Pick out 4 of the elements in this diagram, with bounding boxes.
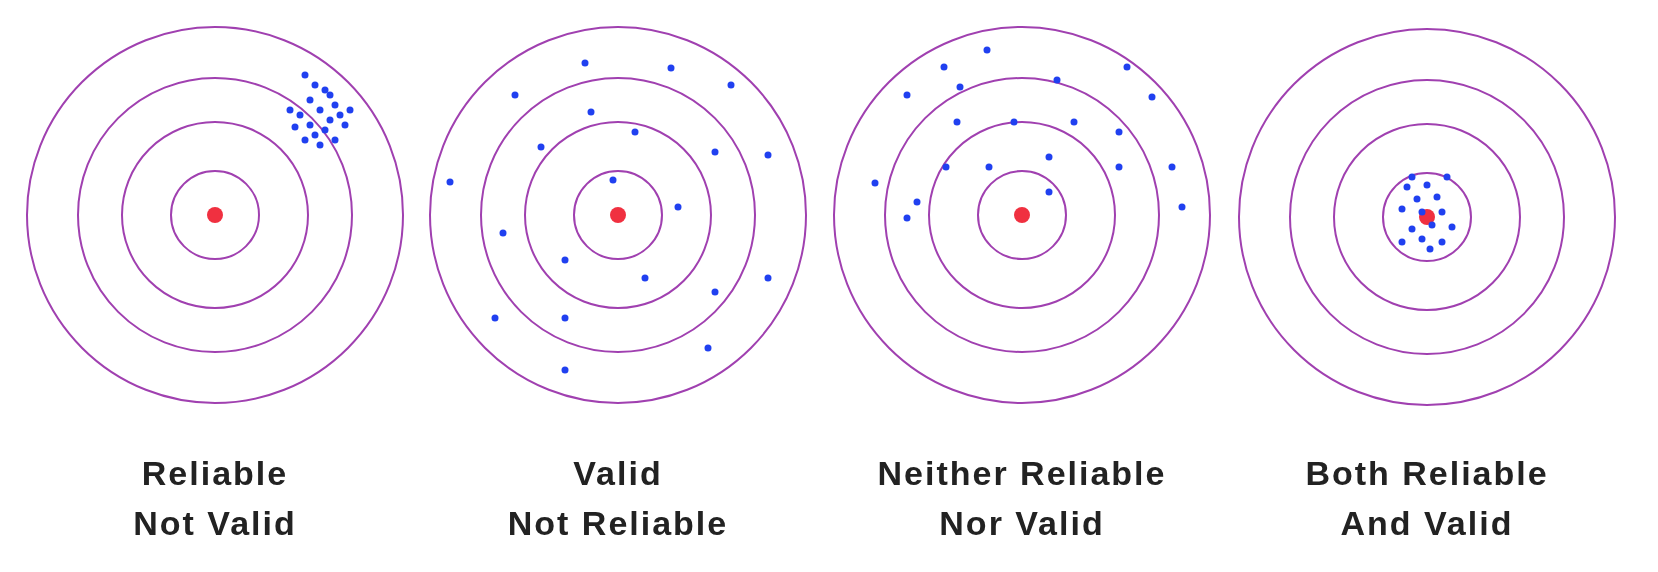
caption-text: Reliable Not Valid	[132, 453, 298, 544]
caption-text: Neither Reliable Nor Valid	[876, 453, 1168, 544]
caption-text: Valid Not Reliable	[506, 453, 730, 544]
caption-text: Both Reliable And Valid	[1304, 453, 1550, 544]
